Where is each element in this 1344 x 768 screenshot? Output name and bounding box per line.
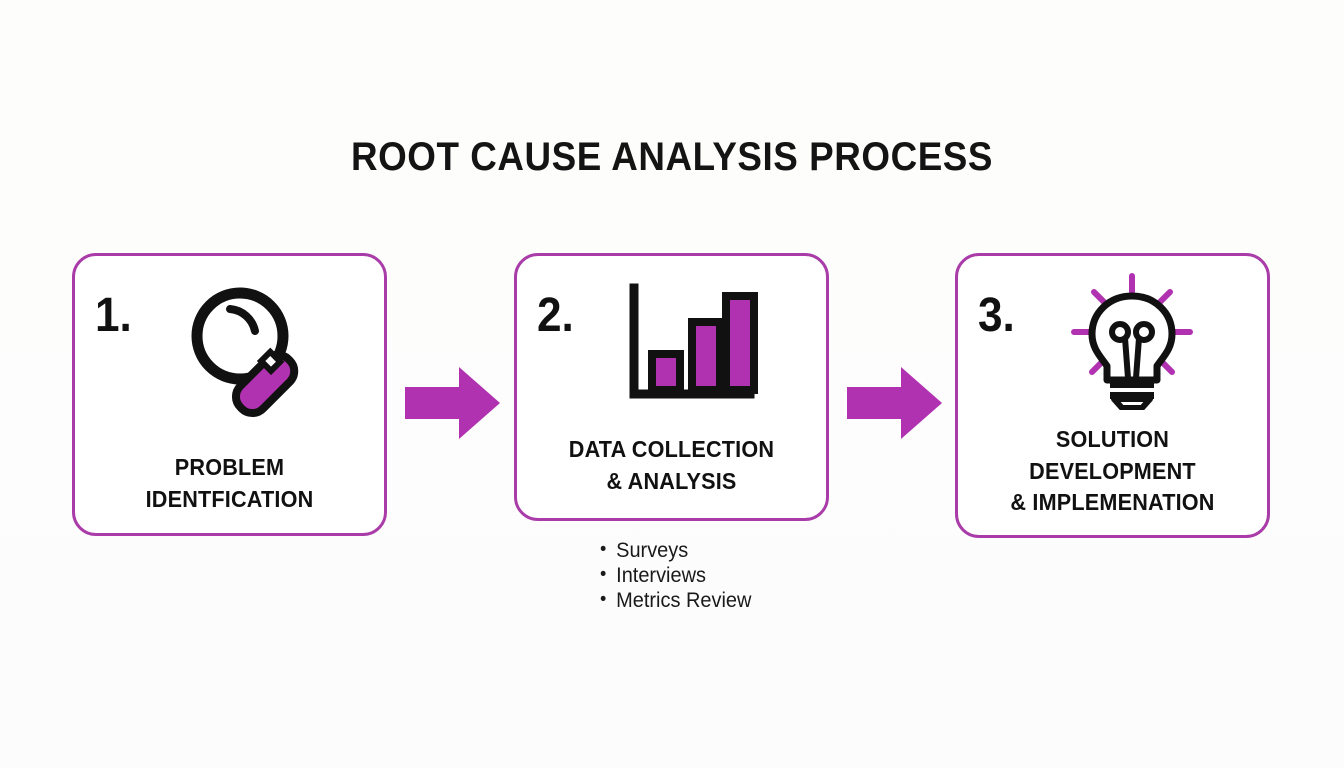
arrow-step2-to-step3 (847, 367, 942, 439)
list-item: Metrics Review (600, 587, 751, 613)
step-card-2[interactable]: 2. DATA COLLECTION & ANALYSIS (514, 253, 829, 521)
magnifying-glass-icon (191, 287, 298, 418)
list-item: Interviews (600, 562, 751, 588)
supporting-methods-list: Surveys Interviews Metrics Review (600, 537, 751, 613)
right-arrow-icon (405, 367, 500, 439)
page-title: ROOT CAUSE ANALYSIS PROCESS (351, 135, 993, 179)
step-label-1: PROBLEM IDENTFICATION (145, 454, 314, 512)
arrow-step1-to-step2 (405, 367, 500, 439)
bar-chart-icon (629, 283, 758, 399)
step-label-3: SOLUTION DEVELOPMENT & IMPLEMENATION (1010, 426, 1215, 516)
step-card-1[interactable]: 1. PROBLEM IDENTFICATION (72, 253, 387, 536)
lightbulb-icon (1070, 273, 1193, 410)
step-number-1: 1. (95, 289, 132, 342)
bullet-list: Surveys Interviews Metrics Review (600, 537, 751, 613)
step-number-3: 3. (978, 289, 1015, 342)
right-arrow-icon (847, 367, 942, 439)
list-item: Surveys (600, 537, 751, 563)
step-card-3[interactable]: 3. (955, 253, 1270, 538)
step-number-2: 2. (537, 289, 574, 342)
step-label-2: DATA COLLECTION & ANALYSIS (568, 436, 775, 494)
